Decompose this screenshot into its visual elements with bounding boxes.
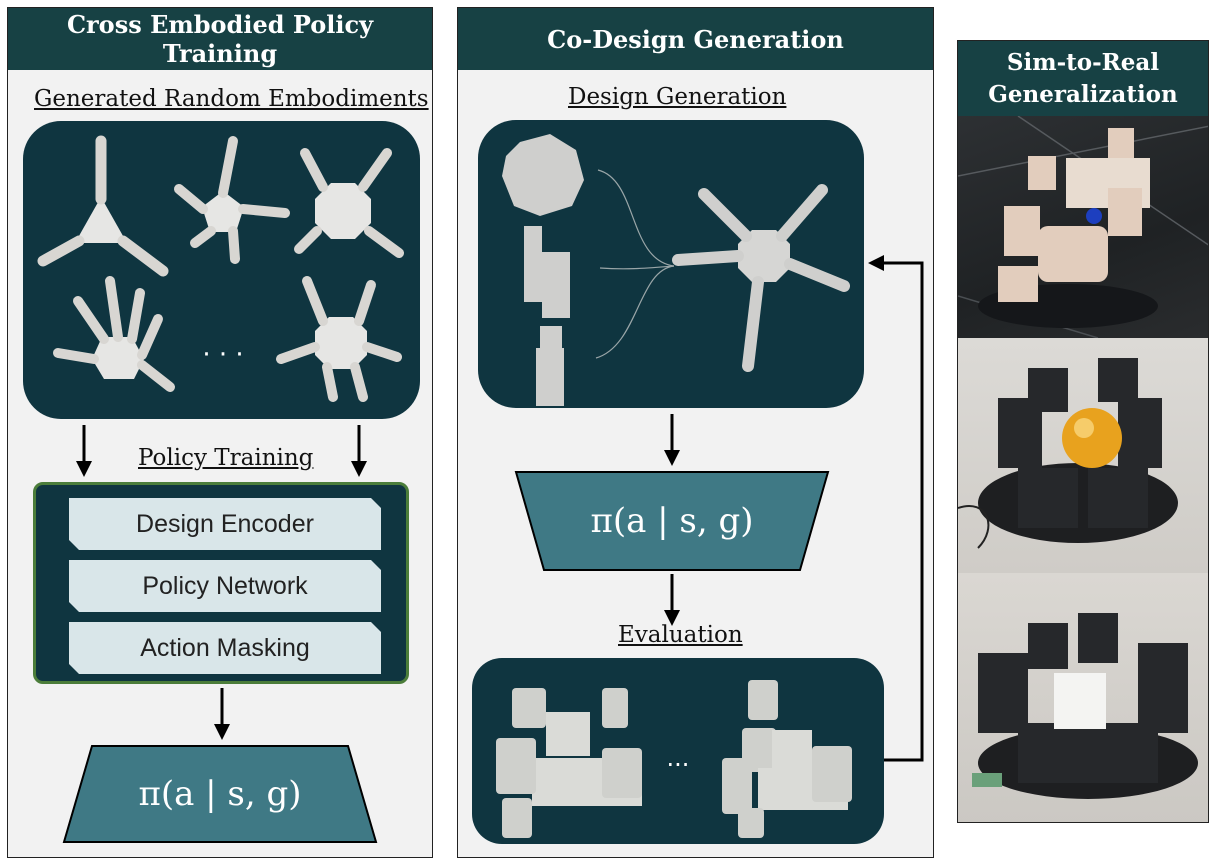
hand-embodiment	[294, 148, 404, 258]
policy-block	[62, 745, 378, 843]
hand-embodiment	[37, 135, 169, 277]
sim-photo	[958, 116, 1208, 338]
embodiments-ellipsis: · · ·	[202, 340, 243, 370]
panel-header: Sim-to-Real Generalization	[958, 41, 1208, 116]
generated-hand	[672, 184, 850, 372]
down-arrow	[214, 688, 230, 740]
module-label: Action Masking	[140, 633, 310, 662]
evaluation-illustration: ...	[496, 680, 852, 838]
joint-part	[536, 326, 564, 406]
design-encoder-module: Design Encoder	[69, 498, 381, 550]
hand-embodiment	[174, 136, 290, 264]
policy-modules-box: Design Encoder Policy Network Action Mas…	[33, 482, 409, 684]
panel-title: Co-Design Generation	[547, 24, 844, 54]
design-generation-title: Design Generation	[568, 84, 787, 110]
embodiments-render-box: · · ·	[23, 121, 420, 419]
real-photo-sphere	[958, 338, 1208, 573]
embodiments-illustration: · · ·	[37, 135, 404, 402]
embodiments-title: Generated Random Embodiments	[34, 86, 429, 112]
module-label: Policy Network	[142, 571, 308, 600]
action-masking-module: Action Masking	[69, 622, 381, 674]
hand-embodiment	[53, 276, 175, 392]
module-label: Design Encoder	[136, 509, 314, 538]
link-part	[524, 226, 570, 318]
down-arrow	[664, 414, 680, 466]
evaluation-ellipsis: ...	[667, 744, 690, 772]
sim-to-real-panel: Sim-to-Real Generalization	[957, 40, 1209, 823]
co-design-panel: Co-Design Generation Design Generation	[457, 7, 934, 858]
palm-part	[502, 134, 584, 216]
hand-embodiment	[276, 276, 402, 402]
policy-block	[514, 471, 830, 571]
down-arrow	[664, 574, 680, 626]
policy-training-title: Policy Training	[138, 445, 314, 471]
real-photo-cube	[958, 573, 1208, 822]
panel-header: Co-Design Generation	[458, 8, 933, 70]
evaluated-hand	[722, 680, 852, 838]
design-generation-illustration	[502, 134, 850, 406]
panel-title: Cross Embodied Policy Training	[66, 10, 374, 68]
evaluation-box: ...	[472, 658, 884, 844]
policy-network-module: Policy Network	[69, 560, 381, 612]
design-generation-box	[478, 120, 864, 408]
panel-title: Sim-to-Real Generalization	[988, 49, 1178, 108]
down-arrow	[76, 425, 92, 477]
down-arrow	[351, 425, 367, 477]
evaluation-title: Evaluation	[618, 622, 743, 648]
feedback-loop-arrow	[868, 255, 924, 762]
panel-header: Cross Embodied Policy Training	[8, 8, 432, 70]
evaluated-hand	[496, 688, 642, 838]
policy-formula: π(a | s, g)	[590, 501, 754, 541]
policy-formula: π(a | s, g)	[138, 774, 302, 814]
policy-training-panel: Cross Embodied Policy Training Generated…	[7, 7, 433, 858]
